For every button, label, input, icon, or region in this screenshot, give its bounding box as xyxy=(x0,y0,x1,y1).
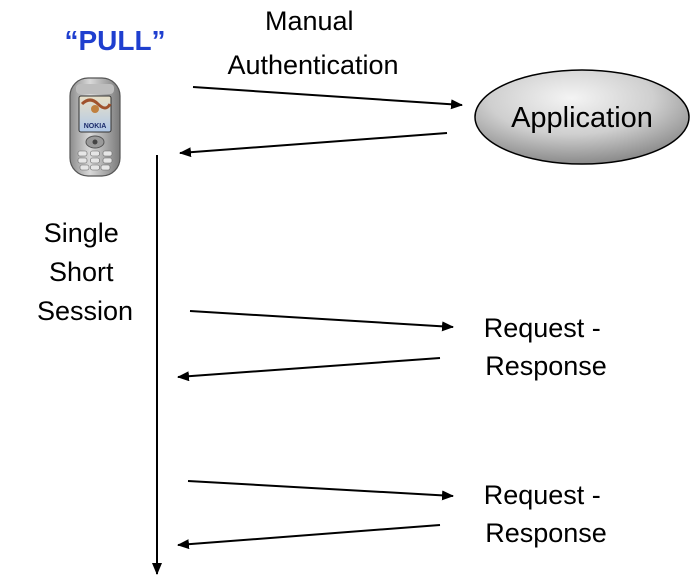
exchange-1-label: Request - Response xyxy=(484,313,609,381)
auth-label: Manual Authentication xyxy=(227,6,398,80)
session-label: Single Short Session xyxy=(37,218,133,326)
application-label: Application xyxy=(511,102,653,134)
exchange-2-request-arrow xyxy=(187,480,454,501)
auth-response-arrow xyxy=(179,132,448,158)
pull-title: “PULL” xyxy=(64,25,165,56)
exchange-1-response-arrow xyxy=(177,357,441,382)
auth-request-arrow xyxy=(192,86,463,110)
application-node: Application xyxy=(474,69,690,165)
exchange-2-response-arrow xyxy=(177,524,441,550)
exchange-1-request-arrow xyxy=(189,310,454,332)
device-brand: NOKIA xyxy=(84,123,107,130)
mobile-phone-icon: NOKIA xyxy=(69,77,121,177)
exchange-2-label: Request - Response xyxy=(484,480,609,548)
